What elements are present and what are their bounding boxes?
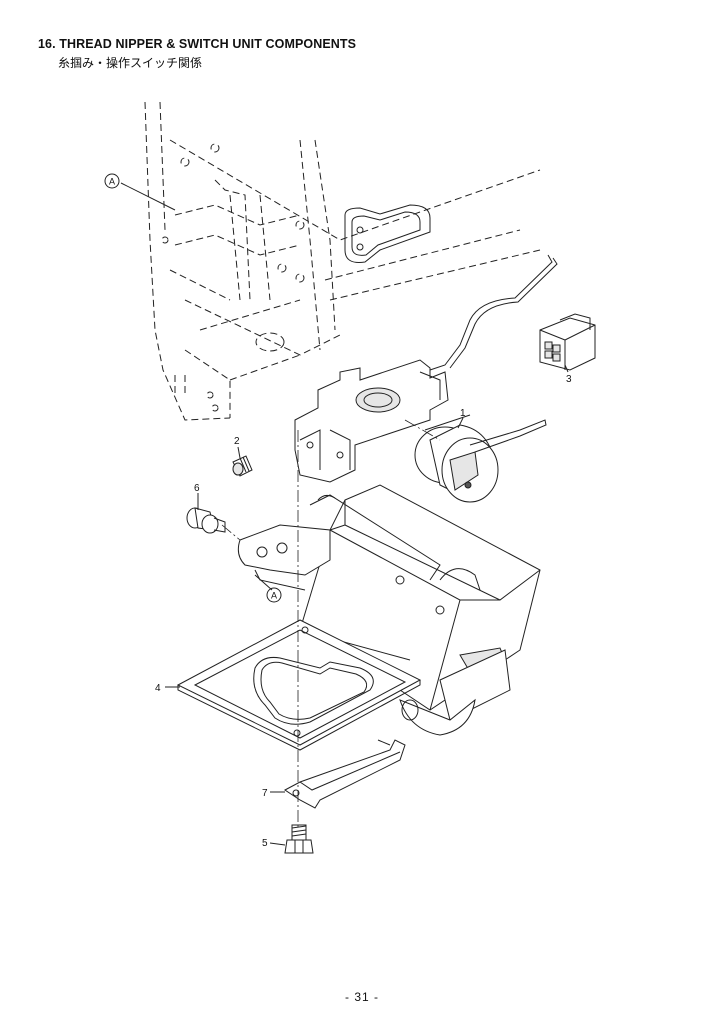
part-7-plate-spring <box>284 739 406 809</box>
part-4-cover-plate <box>176 619 422 751</box>
part-5-screw <box>284 824 314 854</box>
bed-plate-bracket <box>344 204 431 263</box>
leader-lines <box>120 182 569 846</box>
callout-1: 1 <box>460 408 466 419</box>
reference-a-top: A <box>104 173 120 189</box>
reference-a-bottom: A <box>266 587 282 603</box>
callout-4: 4 <box>155 683 161 694</box>
callout-2: 2 <box>234 436 240 447</box>
part-3-connector <box>539 313 596 371</box>
machine-bed-outline <box>144 101 541 421</box>
page-subtitle: 糸掴み・操作スイッチ関係 <box>58 56 203 70</box>
page-title: 16. THREAD NIPPER & SWITCH UNIT COMPONEN… <box>38 37 357 51</box>
svg-text:A: A <box>109 177 115 187</box>
callout-5: 5 <box>262 838 268 849</box>
callout-6: 6 <box>194 483 200 494</box>
part-1-switch-motor <box>414 414 547 503</box>
callout-3: 3 <box>566 374 572 385</box>
mount-bracket <box>237 524 331 591</box>
nipper-bracket <box>294 359 449 483</box>
cable-wire <box>429 254 553 371</box>
svg-text:A: A <box>271 591 277 601</box>
part-2-set-screw <box>232 455 253 477</box>
page-number: - 31 - <box>344 990 379 1004</box>
part-6-step-screw <box>186 507 226 534</box>
callout-7: 7 <box>262 788 268 799</box>
